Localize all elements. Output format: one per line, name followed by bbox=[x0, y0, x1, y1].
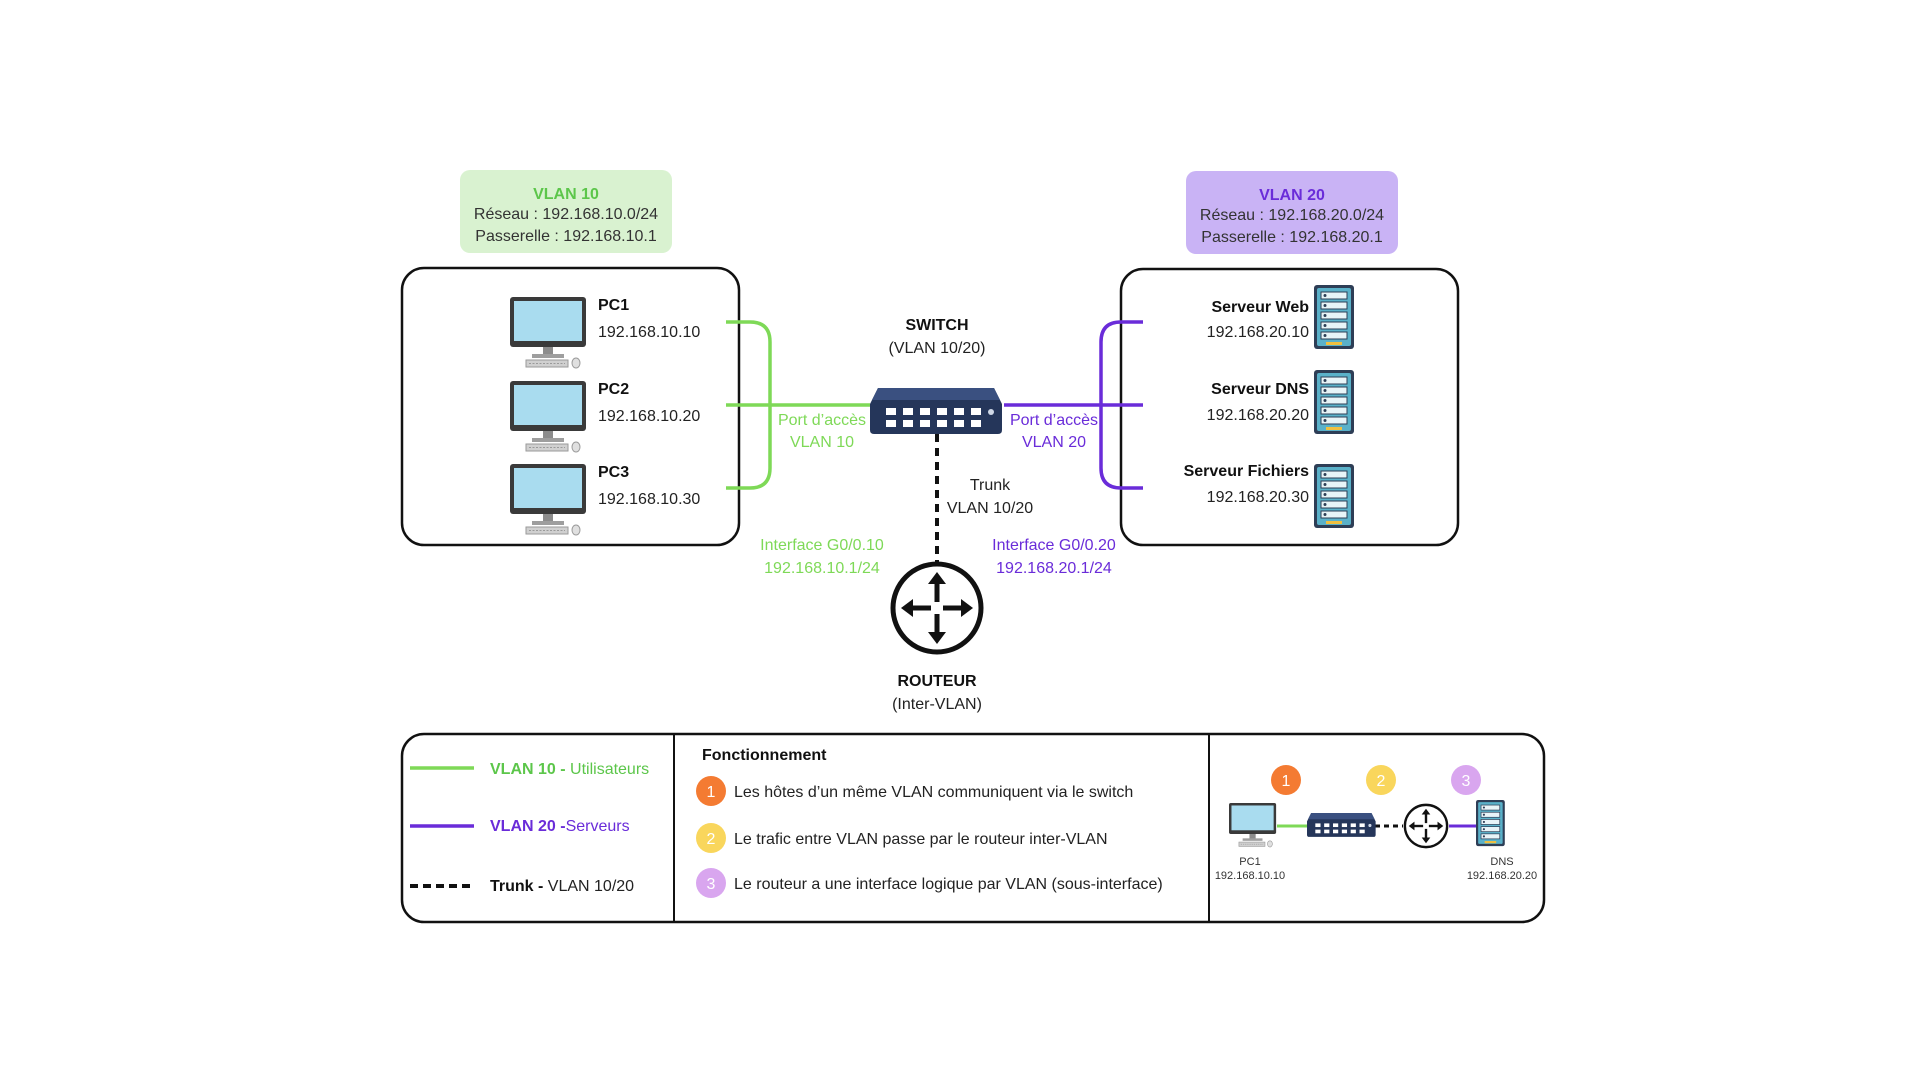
pc3-icon bbox=[509, 463, 587, 536]
server-files-ip: 192.168.20.30 bbox=[1207, 489, 1309, 506]
legend-trunk-bold: Trunk - bbox=[490, 878, 543, 895]
pc1-name: PC1 bbox=[598, 297, 629, 314]
access20-label-1: Port d’accès bbox=[1010, 412, 1098, 429]
mini-step-1-num: 1 bbox=[1282, 773, 1291, 790]
step-2-num: 2 bbox=[707, 831, 716, 848]
access20-label-2: VLAN 20 bbox=[1022, 434, 1086, 451]
step-2-text: Le trafic entre VLAN passe par le routeu… bbox=[734, 831, 1108, 848]
trunk-label-2: VLAN 10/20 bbox=[947, 500, 1033, 517]
mini-router-icon bbox=[1403, 803, 1449, 849]
vlan10-header-box bbox=[460, 170, 672, 253]
mini-step-2-num: 2 bbox=[1377, 773, 1386, 790]
mini-server-icon bbox=[1475, 799, 1506, 847]
step-1-badge bbox=[696, 776, 726, 806]
mini-server-ip: 192.168.20.20 bbox=[1467, 870, 1537, 882]
mini-step-3-num: 3 bbox=[1462, 773, 1471, 790]
vlan20-header-box bbox=[1186, 171, 1398, 254]
vlan20-title: VLAN 20 bbox=[1259, 187, 1325, 204]
step-3: 3 Le routeur a une interface logique par… bbox=[696, 868, 1163, 898]
legend-trunk-desc: VLAN 10/20 bbox=[543, 878, 634, 895]
server-web-ip: 192.168.20.10 bbox=[1207, 324, 1309, 341]
step-1: 1 Les hôtes d’un même VLAN communiquent … bbox=[696, 776, 1133, 806]
step-1-text: Les hôtes d’un même VLAN communiquent vi… bbox=[734, 784, 1133, 801]
server-web-icon bbox=[1313, 284, 1355, 350]
mini-pc-icon bbox=[1228, 802, 1277, 848]
step-3-text: Le routeur a une interface logique par V… bbox=[734, 876, 1163, 893]
if10-label-1: Interface G0/0.10 bbox=[760, 537, 884, 554]
switch-name: SWITCH bbox=[905, 317, 968, 334]
if20-label-1: Interface G0/0.20 bbox=[992, 537, 1116, 554]
router-name: ROUTEUR bbox=[897, 673, 977, 690]
server-files: Serveur Fichiers 192.168.20.30 bbox=[1184, 463, 1355, 529]
router-icon bbox=[893, 564, 981, 652]
pc2: PC2 192.168.10.20 bbox=[509, 380, 700, 453]
server-files-icon bbox=[1313, 463, 1355, 529]
server-web: Serveur Web 192.168.20.10 bbox=[1207, 284, 1355, 350]
mini-step-1-badge bbox=[1271, 765, 1301, 795]
step-2-badge bbox=[696, 823, 726, 853]
legend-vlan10: VLAN 10 - Utilisateurs bbox=[410, 761, 649, 778]
mini-server-name: DNS bbox=[1490, 856, 1513, 868]
server-dns: Serveur DNS 192.168.20.20 bbox=[1207, 369, 1355, 435]
step-2: 2 Le trafic entre VLAN passe par le rout… bbox=[696, 823, 1108, 853]
legend-vlan10-text: VLAN 10 - Utilisateurs bbox=[490, 761, 649, 778]
legend-vlan20-desc: Serveurs bbox=[566, 818, 630, 835]
trunk-label-1: Trunk bbox=[970, 477, 1011, 494]
mini-pc-name: PC1 bbox=[1239, 856, 1260, 868]
pc1: PC1 192.168.10.10 bbox=[509, 296, 700, 369]
legend-panel bbox=[400, 732, 1546, 924]
legend-vlan10-bold: VLAN 10 - bbox=[490, 761, 566, 778]
pc3-name: PC3 bbox=[598, 464, 629, 481]
vlan20-hosts-box bbox=[1119, 267, 1460, 547]
mini-switch-icon bbox=[1307, 813, 1376, 837]
router-sub: (Inter-VLAN) bbox=[892, 696, 982, 713]
server-files-name: Serveur Fichiers bbox=[1184, 463, 1310, 480]
pc2-name: PC2 bbox=[598, 381, 629, 398]
step-3-badge bbox=[696, 868, 726, 898]
switch-sub: (VLAN 10/20) bbox=[889, 340, 986, 357]
mini-step-3-badge bbox=[1451, 765, 1481, 795]
vlan20-gateway: Passerelle : 192.168.20.1 bbox=[1201, 229, 1383, 246]
step-3-num: 3 bbox=[707, 876, 716, 893]
fonctionnement-title: Fonctionnement bbox=[702, 747, 827, 764]
vlan10-network: Réseau : 192.168.10.0/24 bbox=[474, 206, 658, 223]
legend-vlan20-text: VLAN 20 -Serveurs bbox=[490, 818, 630, 835]
pc1-icon bbox=[509, 296, 587, 369]
mini-pc-ip: 192.168.10.10 bbox=[1215, 870, 1285, 882]
mini-step-2-badge bbox=[1366, 765, 1396, 795]
vlan10-gateway: Passerelle : 192.168.10.1 bbox=[475, 228, 657, 245]
pc3-ip: 192.168.10.30 bbox=[598, 491, 700, 508]
legend-vlan20-bold: VLAN 20 - bbox=[490, 818, 566, 835]
pc1-ip: 192.168.10.10 bbox=[598, 324, 700, 341]
if20-label-2: 192.168.20.1/24 bbox=[996, 560, 1112, 577]
switch-icon bbox=[870, 388, 1002, 434]
if10-label-2: 192.168.10.1/24 bbox=[764, 560, 880, 577]
server-web-name: Serveur Web bbox=[1211, 299, 1309, 316]
access10-label-2: VLAN 10 bbox=[790, 434, 854, 451]
pc3: PC3 192.168.10.30 bbox=[509, 463, 700, 536]
legend-trunk: Trunk - VLAN 10/20 bbox=[410, 878, 634, 895]
server-dns-name: Serveur DNS bbox=[1211, 381, 1309, 398]
pc2-ip: 192.168.10.20 bbox=[598, 408, 700, 425]
vlan20-network: Réseau : 192.168.20.0/24 bbox=[1200, 207, 1384, 224]
legend-vlan20: VLAN 20 -Serveurs bbox=[410, 818, 630, 835]
vlan10-title: VLAN 10 bbox=[533, 186, 599, 203]
server-dns-ip: 192.168.20.20 bbox=[1207, 407, 1309, 424]
server-dns-icon bbox=[1313, 369, 1355, 435]
step-1-num: 1 bbox=[707, 784, 716, 801]
legend-vlan10-desc: Utilisateurs bbox=[566, 761, 650, 778]
legend-trunk-text: Trunk - VLAN 10/20 bbox=[490, 878, 634, 895]
mini-diagram: PC1 192.168.10.10 DNS 192.168.20.20 1 2 … bbox=[1215, 765, 1537, 882]
access10-label-1: Port d’accès bbox=[778, 412, 866, 429]
pc2-icon bbox=[509, 380, 587, 453]
